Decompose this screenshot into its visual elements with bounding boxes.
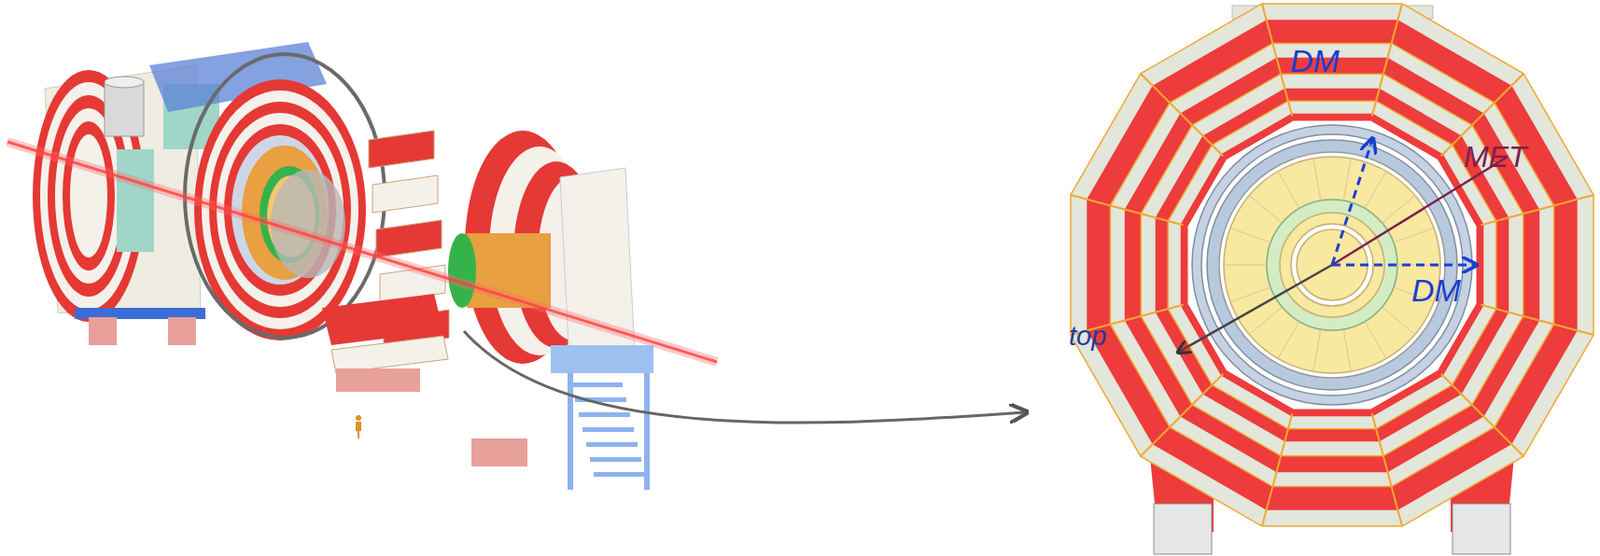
detector-3d-view <box>7 42 1025 491</box>
calorimeter-spoke <box>1277 171 1300 210</box>
top-track <box>1178 265 1333 352</box>
stair-step <box>589 457 642 463</box>
person <box>355 421 362 439</box>
calorimeter-spoke <box>1364 171 1387 210</box>
foot <box>336 368 421 393</box>
calorimeter-spoke <box>1313 158 1321 201</box>
return-yoke-ring <box>1109 42 1554 487</box>
calorimeter-spoke <box>1343 158 1351 201</box>
stair-step <box>586 442 638 448</box>
calorimeter-spoke <box>1364 322 1387 360</box>
foot-base <box>1452 504 1511 555</box>
detector-cross-section <box>1070 3 1594 555</box>
service-box <box>116 149 155 253</box>
calorimeter-spoke <box>1249 307 1282 336</box>
foot-base <box>1153 504 1212 555</box>
foot <box>471 438 528 467</box>
stair-step <box>571 382 623 388</box>
calorimeter-spoke <box>1249 195 1282 224</box>
particle-label: top <box>1068 322 1107 351</box>
yoke-rib <box>1441 374 1524 457</box>
yoke-segment <box>331 336 449 374</box>
yoke-rib <box>1140 73 1223 156</box>
platform <box>550 345 654 374</box>
yoke-segment <box>376 220 442 258</box>
calorimeter-spoke <box>1223 265 1267 267</box>
yoke-rib <box>1480 195 1594 225</box>
yoke-rib <box>1140 374 1223 457</box>
yoke-segment <box>368 130 435 169</box>
return-yoke-ring <box>1124 57 1540 473</box>
stair-rail <box>644 373 650 491</box>
focus-ring <box>184 54 385 338</box>
stair-step <box>593 472 646 478</box>
yoke-rib <box>1070 195 1184 225</box>
calorimeter-spoke <box>1277 322 1300 360</box>
particle-label: DM <box>1411 274 1461 307</box>
met-vector <box>1332 156 1508 266</box>
calorimeter-spoke <box>1230 287 1271 303</box>
yoke-rib <box>1262 413 1292 527</box>
yoke-segment <box>372 175 438 213</box>
calorimeter-spoke <box>1382 195 1416 224</box>
return-yoke-ring <box>1086 19 1577 510</box>
particle-label: MET <box>1463 141 1528 172</box>
calorimeter-spoke <box>1343 329 1351 372</box>
calorimeter-spoke <box>1313 329 1321 372</box>
beam-glow <box>7 141 717 363</box>
yoke-rib <box>1262 3 1292 117</box>
stair-step <box>578 412 631 418</box>
stair-rail <box>567 373 574 491</box>
return-yoke-ring <box>1140 73 1524 457</box>
calorimeter-spoke <box>1230 227 1271 243</box>
yoke-rib <box>1480 305 1594 336</box>
return-yoke-ring <box>1188 121 1477 410</box>
endcap-tracker <box>448 233 477 309</box>
beam <box>7 141 717 363</box>
cryo-tank-top <box>104 76 144 88</box>
return-yoke-ring <box>1180 113 1485 418</box>
particle-label: DM <box>1290 44 1340 77</box>
yoke-rib <box>1372 413 1403 527</box>
endcap-ring <box>62 121 115 271</box>
cryo-tank <box>104 82 144 137</box>
calorimeter-spoke <box>1382 307 1416 336</box>
dm-track <box>1332 140 1373 266</box>
yoke-rib <box>1372 3 1403 117</box>
return-yoke-ring <box>1070 3 1594 527</box>
yoke-segment <box>322 294 444 346</box>
foot <box>88 317 117 346</box>
calorimeter-spoke <box>1393 227 1434 243</box>
dm-track <box>1332 264 1475 267</box>
person <box>355 415 362 422</box>
zoom-arrow <box>463 331 1025 423</box>
foot <box>168 317 197 346</box>
stair-step <box>582 427 634 433</box>
endcap-ring <box>70 134 108 258</box>
